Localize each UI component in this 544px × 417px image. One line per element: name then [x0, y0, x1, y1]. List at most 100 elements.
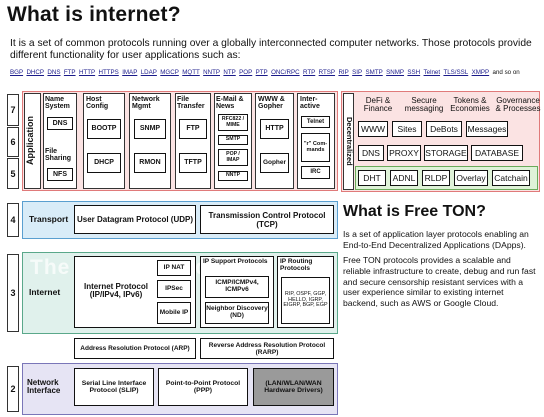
protocol-link[interactable]: NTP: [223, 69, 236, 76]
mobile-ip-box: Mobile IP: [157, 302, 191, 324]
dec-row2-item: WWW: [358, 121, 388, 137]
protocol-link[interactable]: HTTP: [78, 69, 96, 76]
decentralized-label: Decentralized: [345, 117, 354, 166]
dec-row2-item: Sites: [392, 121, 422, 137]
dec-row1-item: Governance & Processes: [495, 95, 541, 113]
ip-box: Internet Protocol (IP/IPv4, IPv6): [83, 282, 148, 300]
dns-box: DNS: [47, 117, 73, 130]
dec-row4-item: DHT: [358, 170, 386, 186]
dec-row3-item: DATABASE: [471, 145, 523, 161]
protocol-link[interactable]: SSH: [407, 69, 421, 76]
host-config-heading: Host Config: [86, 96, 109, 111]
protocol-link[interactable]: BGP: [10, 69, 24, 76]
protocol-link[interactable]: XMPP: [471, 69, 490, 76]
host-config-column: [83, 93, 125, 189]
file-transfer-column: [175, 93, 211, 189]
www-gopher-heading: WWW & Gopher: [258, 96, 285, 111]
protocol-link[interactable]: POP: [239, 69, 253, 76]
irc-box: IRC: [301, 166, 330, 179]
icmp-box: ICMP/ICMPv4, ICMPv6: [205, 276, 269, 298]
pop-imap-box: POP / IMAP: [218, 149, 248, 166]
protocol-link[interactable]: SNMP: [386, 69, 405, 76]
file-sharing-heading: File Sharing: [45, 148, 72, 163]
email-news-heading: E-Mail & News: [216, 96, 244, 111]
internet-layer-label: Internet: [29, 287, 61, 297]
protocol-link[interactable]: DNS: [47, 69, 61, 76]
protocol-link[interactable]: Telnet: [423, 69, 441, 76]
dec-row1-item: Tokens & Economies: [450, 95, 490, 113]
dhcp-box: DHCP: [87, 153, 121, 173]
tcp-box: Transmission Control Protocol (TCP): [200, 205, 334, 234]
protocol-link[interactable]: RTSP: [318, 69, 336, 76]
snmp-box: SNMP: [134, 119, 166, 139]
protocol-link[interactable]: MQTT: [182, 69, 200, 76]
arp-box: Address Resolution Protocol (ARP): [74, 338, 196, 359]
transport-layer-label: Transport: [29, 214, 69, 224]
dec-row3-item: PROXY: [387, 145, 421, 161]
free-ton-summary: Is a set of application layer protocols …: [343, 229, 529, 250]
dec-row3-item: STORAGE: [424, 145, 468, 161]
hardware-drivers-box: (LAN/WLAN/WAN Hardware Drivers): [253, 368, 334, 406]
intro-text: It is a set of common protocols running …: [10, 38, 532, 61]
protocol-link[interactable]: HTTPS: [98, 69, 119, 76]
rarp-box: Reverse Address Resolution Protocol (RAR…: [200, 338, 334, 359]
dec-row4-item: ADNL: [390, 170, 418, 186]
slip-box: Serial Line Interface Protocol (SLIP): [74, 368, 154, 406]
ipsec-box: IPSec: [157, 280, 191, 298]
network-mgmt-column: [129, 93, 171, 189]
page-title: What is internet?: [7, 3, 181, 26]
ip-nat-box: IP NAT: [157, 260, 191, 276]
protocol-link[interactable]: FTP: [63, 69, 76, 76]
rmon-box: RMON: [134, 153, 166, 173]
ppp-box: Point-to-Point Protocol (PPP): [158, 368, 248, 406]
layer-number-5: 5: [7, 158, 19, 189]
protocol-link[interactable]: PTP: [255, 69, 268, 76]
protocol-link[interactable]: DHCP: [26, 69, 45, 76]
protocol-link[interactable]: IMAP: [122, 69, 138, 76]
udp-box: User Datagram Protocol (UDP): [74, 205, 196, 234]
protocol-link[interactable]: RIP: [338, 69, 349, 76]
rfc822-box: RFC822 / MIME: [218, 114, 248, 131]
name-system-heading: Name System: [45, 96, 70, 111]
nfs-box: NFS: [47, 168, 73, 181]
nntp-box: NNTP: [218, 171, 248, 181]
protocol-link[interactable]: NNTP: [203, 69, 220, 76]
free-ton-description: Free TON protocols provides a scalable a…: [343, 255, 536, 309]
decentralized-label-cell: [343, 93, 354, 190]
application-layer-label: Application: [25, 116, 35, 166]
protocol-list-suffix: and so on: [492, 69, 520, 76]
bootp-box: BOOTP: [87, 119, 121, 139]
application-label-cell: [24, 93, 41, 189]
dec-row1-item: DeFi & Finance: [363, 95, 393, 113]
dec-row2-item: DeBots: [426, 121, 462, 137]
dec-row4-item: RLDP: [422, 170, 450, 186]
protocol-link[interactable]: ONC/RPC: [271, 69, 300, 76]
routing-protocols-box: RIP, OSPF, GGP, HELLO, IGRP, EIGRP, BGP,…: [281, 277, 330, 324]
protocol-link[interactable]: SMTP: [365, 69, 383, 76]
dec-row3-item: DNS: [358, 145, 384, 161]
dec-row4-item: Overlay: [454, 170, 488, 186]
layer-number-7: 7: [7, 94, 19, 126]
tftp-box: TFTP: [179, 153, 207, 173]
protocol-link[interactable]: MGCP: [160, 69, 179, 76]
protocol-link[interactable]: SIP: [352, 69, 363, 76]
file-transfer-heading: File Transfer: [177, 96, 205, 111]
network-interface-label: Network Interface: [27, 378, 61, 396]
gopher-box: Gopher: [260, 153, 289, 173]
dec-row4-item: Catchain: [492, 170, 530, 186]
layer-number-3: 3: [7, 254, 19, 332]
ip-routing-heading: IP Routing Protocols: [280, 258, 313, 272]
protocol-link[interactable]: RTP: [303, 69, 316, 76]
dec-row1-item: Secure messaging: [404, 95, 444, 113]
protocol-link[interactable]: TLS/SSL: [443, 69, 469, 76]
free-ton-title: What is Free TON?: [343, 203, 486, 220]
protocol-link[interactable]: LDAP: [140, 69, 157, 76]
r-commands-box: "r" Com-mands: [301, 133, 330, 162]
smtp-box: SMTP: [218, 135, 248, 145]
network-mgmt-heading: Network Mgmt: [132, 96, 160, 111]
dec-row2-item: Messages: [466, 121, 508, 137]
interactive-heading: Inter-active: [300, 96, 320, 111]
www-gopher-column: [255, 93, 294, 189]
ftp-box: FTP: [179, 119, 207, 139]
